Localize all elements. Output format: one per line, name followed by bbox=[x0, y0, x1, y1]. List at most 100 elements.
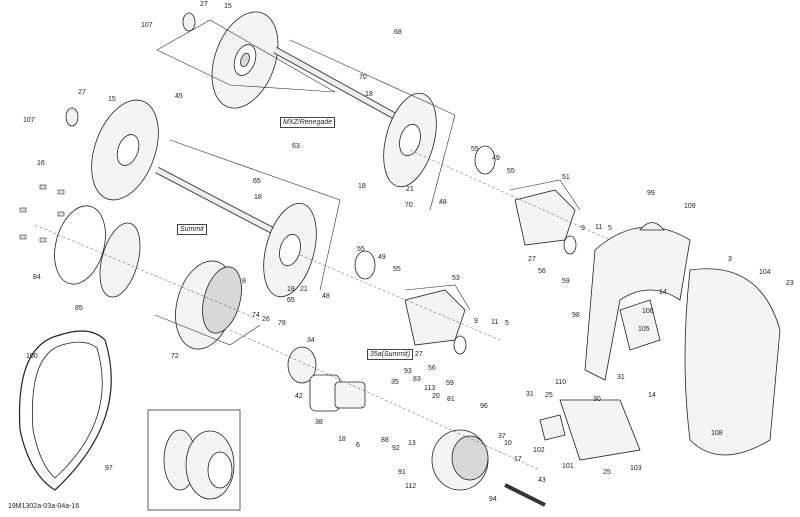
callout-9: 9 bbox=[474, 318, 478, 325]
callout-25: 25 bbox=[545, 392, 553, 399]
callout-18: 18 bbox=[338, 436, 346, 443]
callout-91: 91 bbox=[398, 469, 406, 476]
callout-31: 31 bbox=[526, 391, 534, 398]
callout-84: 84 bbox=[33, 274, 41, 281]
fixed-sheave-lower bbox=[65, 99, 159, 201]
callout-70: 70 bbox=[405, 202, 413, 209]
callout-88: 88 bbox=[381, 437, 389, 444]
callout-55: 55 bbox=[507, 168, 515, 175]
callout-55: 55 bbox=[471, 146, 479, 153]
callout-16: 16 bbox=[37, 160, 45, 167]
callout-15: 15 bbox=[108, 96, 116, 103]
callout-35: 35 bbox=[391, 379, 399, 386]
callout-48: 48 bbox=[439, 199, 447, 206]
callout-23: 23 bbox=[786, 280, 794, 287]
callout-18: 18 bbox=[254, 194, 262, 201]
callout-27: 27 bbox=[78, 89, 86, 96]
springs bbox=[287, 145, 496, 412]
callout-49: 49 bbox=[378, 254, 386, 261]
cam-51 bbox=[514, 189, 576, 246]
callout-26: 26 bbox=[262, 316, 270, 323]
callout-31: 31 bbox=[617, 374, 625, 381]
washer-56b bbox=[453, 335, 467, 355]
movable-sheave-upper bbox=[383, 92, 437, 188]
bracket-102 bbox=[539, 414, 566, 441]
callout-85: 85 bbox=[75, 305, 83, 312]
bracket-99 bbox=[639, 222, 665, 231]
callout-103: 103 bbox=[630, 465, 642, 472]
bracket-106 bbox=[619, 299, 661, 351]
callout-100: 100 bbox=[26, 353, 38, 360]
callout-109: 109 bbox=[684, 203, 696, 210]
callout-9: 9 bbox=[581, 225, 585, 232]
cover-108 bbox=[684, 268, 781, 456]
drive-belt bbox=[18, 330, 112, 491]
movable-sheave-lower bbox=[263, 202, 317, 298]
cam-53 bbox=[404, 289, 466, 346]
callout-6: 6 bbox=[356, 442, 360, 449]
callout-13: 13 bbox=[408, 440, 416, 447]
callout-49: 49 bbox=[492, 155, 500, 162]
variant-box-mxz-renegade: MXZ/Renegade bbox=[280, 117, 336, 128]
callout-98: 98 bbox=[572, 312, 580, 319]
belt-guard-98 bbox=[584, 226, 691, 381]
callout-94: 94 bbox=[489, 496, 497, 503]
callout-37: 37 bbox=[498, 433, 506, 440]
drive-sheave bbox=[99, 222, 141, 298]
callout-27: 27 bbox=[528, 256, 536, 263]
callout-72: 72 bbox=[171, 353, 179, 360]
callout-51: 51 bbox=[562, 174, 570, 181]
callout-53: 53 bbox=[452, 275, 460, 282]
callout-38: 38 bbox=[315, 419, 323, 426]
callout-107: 107 bbox=[23, 117, 35, 124]
callout-56: 56 bbox=[538, 268, 546, 275]
callout-93: 93 bbox=[404, 368, 412, 375]
callout-27: 27 bbox=[415, 351, 423, 358]
bracket-103 bbox=[559, 399, 641, 461]
ring-gear bbox=[54, 205, 106, 285]
callout-5: 5 bbox=[608, 225, 612, 232]
spider-housing bbox=[175, 260, 242, 350]
callout-30: 30 bbox=[593, 396, 601, 403]
callout-101: 101 bbox=[562, 463, 574, 470]
variant-box-summit: Summit bbox=[177, 224, 207, 235]
callout-20: 20 bbox=[432, 393, 440, 400]
callout-11: 11 bbox=[491, 319, 499, 326]
callout-96: 96 bbox=[480, 403, 488, 410]
callout-106: 106 bbox=[642, 308, 654, 315]
callout-70: 70 bbox=[359, 74, 367, 81]
callout-68: 68 bbox=[394, 29, 402, 36]
callout-42: 42 bbox=[295, 393, 303, 400]
callout-25: 25 bbox=[603, 469, 611, 476]
callout-14: 14 bbox=[648, 392, 656, 399]
callout-104: 104 bbox=[759, 269, 771, 276]
callout-110: 110 bbox=[555, 379, 567, 386]
callout-56: 56 bbox=[428, 365, 436, 372]
callout-63: 63 bbox=[292, 143, 300, 150]
callout-34: 34 bbox=[307, 337, 315, 344]
callout-14: 14 bbox=[659, 289, 667, 296]
callout-59: 59 bbox=[446, 380, 454, 387]
washer-56a bbox=[563, 235, 577, 255]
callout-45: 45 bbox=[175, 93, 183, 100]
callout-48: 48 bbox=[322, 293, 330, 300]
variant-box-35a-summit: 35a(Summit) bbox=[367, 349, 414, 360]
callout-99: 99 bbox=[647, 190, 655, 197]
callout-11: 11 bbox=[595, 224, 603, 231]
callout-102: 102 bbox=[533, 447, 545, 454]
callout-17: 17 bbox=[514, 456, 522, 463]
callout-81: 81 bbox=[447, 396, 455, 403]
callout-105: 105 bbox=[638, 326, 650, 333]
callout-65: 65 bbox=[253, 178, 261, 185]
callout-21: 21 bbox=[406, 186, 414, 193]
callout-5: 5 bbox=[505, 320, 509, 327]
callout-113: 113 bbox=[424, 385, 436, 392]
callout-8: 8 bbox=[242, 278, 246, 285]
callout-3: 3 bbox=[728, 256, 732, 263]
callout-18: 18 bbox=[358, 183, 366, 190]
callout-21: 21 bbox=[300, 286, 308, 293]
callout-97: 97 bbox=[105, 465, 113, 472]
callout-10: 10 bbox=[504, 440, 512, 447]
